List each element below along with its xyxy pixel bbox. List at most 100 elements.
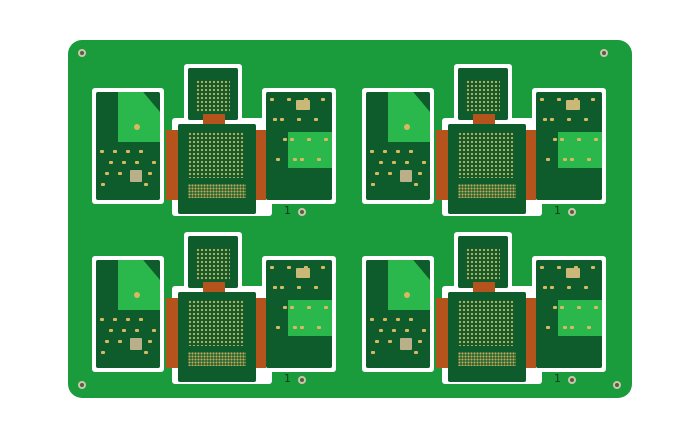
flex-strip <box>256 298 266 368</box>
chip <box>400 338 412 350</box>
ground-pour <box>388 260 430 310</box>
flex-strip <box>166 298 178 368</box>
bga-grid <box>196 80 230 112</box>
unit-marking: 1 <box>554 372 561 385</box>
pad <box>139 150 143 153</box>
pad <box>404 292 410 298</box>
pad <box>144 183 148 186</box>
ground-pour <box>118 260 160 310</box>
center-board <box>178 292 256 382</box>
pad <box>567 286 571 289</box>
pad <box>560 138 564 141</box>
pad <box>570 158 574 161</box>
pad <box>152 329 156 332</box>
pad <box>414 183 418 186</box>
pad <box>276 158 280 161</box>
pad <box>392 329 396 332</box>
pad <box>100 318 104 321</box>
pad <box>126 318 130 321</box>
chip <box>130 338 142 350</box>
flex-strip <box>473 114 495 124</box>
tooling-hole <box>600 49 608 57</box>
bga-grid <box>188 300 244 346</box>
pad <box>283 138 287 141</box>
pad <box>135 161 139 164</box>
pad <box>563 326 567 329</box>
pad <box>396 150 400 153</box>
pad <box>577 306 581 309</box>
pad <box>563 158 567 161</box>
flex-strip <box>203 282 225 292</box>
chip <box>296 268 310 278</box>
connector <box>188 352 246 366</box>
pad <box>324 138 328 141</box>
chip <box>566 100 580 110</box>
pad <box>139 318 143 321</box>
flex-strip <box>526 130 536 200</box>
pad <box>594 138 598 141</box>
top-module <box>188 236 238 288</box>
pad <box>300 158 304 161</box>
pad <box>118 172 122 175</box>
pad <box>276 326 280 329</box>
top-module <box>458 236 508 288</box>
pad <box>388 172 392 175</box>
left-board <box>96 260 160 368</box>
tooling-hole <box>78 49 86 57</box>
pad <box>293 158 297 161</box>
fiducial-hole <box>568 376 576 384</box>
pad <box>118 340 122 343</box>
connector <box>458 184 516 198</box>
pad <box>414 351 418 354</box>
pad <box>577 138 581 141</box>
pad <box>584 286 588 289</box>
flex-strip <box>436 130 448 200</box>
center-board <box>448 292 526 382</box>
pcb-unit: 1 <box>88 230 348 390</box>
pad <box>144 351 148 354</box>
pad <box>280 286 284 289</box>
pad <box>287 98 291 101</box>
pad <box>126 150 130 153</box>
pad <box>405 161 409 164</box>
pad <box>591 266 595 269</box>
pad <box>105 340 109 343</box>
pad <box>109 329 113 332</box>
ground-pour <box>388 92 430 142</box>
pad <box>134 292 140 298</box>
chip <box>296 100 310 110</box>
pad <box>304 98 308 101</box>
pad <box>273 286 277 289</box>
tooling-hole <box>613 381 621 389</box>
left-board <box>366 260 430 368</box>
pad <box>273 118 277 121</box>
pad <box>553 306 557 309</box>
pad <box>324 306 328 309</box>
bga-grid <box>466 248 500 280</box>
fiducial-hole <box>298 376 306 384</box>
pad <box>113 150 117 153</box>
bga-grid <box>466 80 500 112</box>
pad <box>290 306 294 309</box>
left-board <box>366 92 430 200</box>
flex-strip <box>473 282 495 292</box>
top-module <box>188 68 238 120</box>
pad <box>388 340 392 343</box>
pcb-unit: 1 <box>88 62 348 222</box>
pad <box>287 266 291 269</box>
pad <box>375 340 379 343</box>
left-board <box>96 92 160 200</box>
connector <box>188 184 246 198</box>
pad <box>122 161 126 164</box>
pad <box>321 266 325 269</box>
pad <box>101 183 105 186</box>
pad <box>379 161 383 164</box>
pad <box>540 98 544 101</box>
flex-strip <box>256 130 266 200</box>
unit-marking: 1 <box>284 204 291 217</box>
pad <box>297 118 301 121</box>
pad <box>557 98 561 101</box>
pad <box>550 118 554 121</box>
pad <box>405 329 409 332</box>
